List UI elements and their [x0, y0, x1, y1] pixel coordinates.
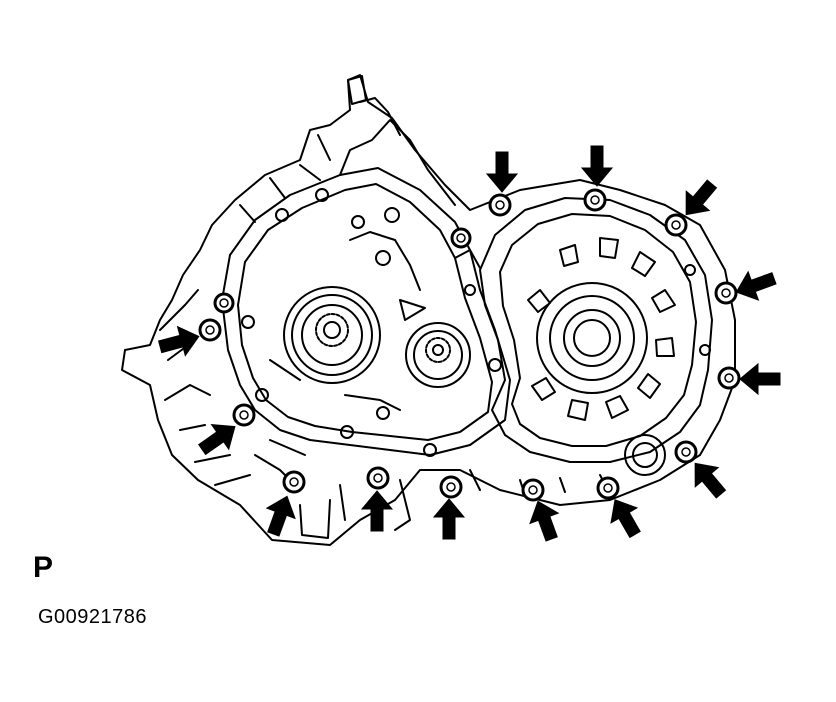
differential-bore-inner — [563, 309, 621, 367]
down-arrow-icon — [730, 263, 780, 307]
differential-bore-center — [573, 319, 611, 357]
input-shaft-center — [323, 321, 341, 339]
hex-bolt-icon — [488, 193, 512, 217]
case-body-outline — [121, 74, 736, 546]
drain-fitting-inner — [632, 442, 658, 468]
hex-bolt-icon — [232, 403, 256, 427]
lower-center-bracket — [299, 479, 411, 539]
input-shaft-bore-inner — [301, 304, 363, 366]
hex-bolt-icon — [583, 188, 607, 212]
view-label: P — [33, 551, 54, 584]
left-flange-inner — [237, 183, 493, 441]
down-arrow-icon — [433, 498, 465, 540]
output-shaft-spline — [425, 337, 451, 363]
output-shaft-bore-outer — [405, 322, 471, 388]
hex-bolt-icon — [521, 478, 545, 502]
input-shaft-bore-ring — [291, 294, 373, 376]
down-arrow-icon — [361, 490, 393, 532]
case-bolts — [198, 188, 741, 502]
hex-bolt-icon — [450, 227, 472, 249]
center-web-detail — [269, 231, 481, 411]
down-arrow-icon — [486, 151, 518, 193]
down-arrow-icon — [581, 145, 613, 187]
output-shaft-center — [432, 344, 444, 356]
hex-bolt-icon — [213, 292, 235, 314]
hex-bolt-icon — [366, 466, 390, 490]
upper-housing-detail — [239, 97, 401, 223]
hex-bolt-icon — [674, 440, 698, 464]
hex-bolt-icon — [714, 281, 738, 305]
upper-shaft-stub — [347, 75, 367, 105]
hex-bolt-icon — [596, 476, 620, 500]
hex-bolt-icon — [198, 318, 222, 342]
hex-bolt-icon — [664, 213, 688, 237]
figure-id: G00921786 — [38, 606, 148, 628]
hex-bolt-icon — [439, 475, 463, 499]
down-arrow-icon — [739, 363, 781, 395]
lower-left-case-detail — [159, 289, 306, 491]
right-flange-inner — [499, 213, 697, 447]
upper-housing-block — [339, 119, 456, 206]
left-flange-outline — [221, 167, 511, 456]
hex-bolt-icon — [282, 470, 306, 494]
input-shaft-bore-outer — [283, 286, 381, 384]
output-shaft-bore-inner — [413, 330, 463, 380]
differential-bore-outer — [536, 282, 648, 394]
right-flange-outline — [479, 197, 713, 463]
drain-fitting-outer — [624, 434, 666, 476]
input-shaft-spline — [315, 313, 349, 347]
differential-rib-windows — [527, 237, 676, 421]
hex-bolt-icon — [717, 366, 741, 390]
flange-locating-holes — [241, 188, 711, 457]
down-arrow-icon — [523, 495, 567, 545]
differential-bore-mid — [549, 295, 635, 381]
